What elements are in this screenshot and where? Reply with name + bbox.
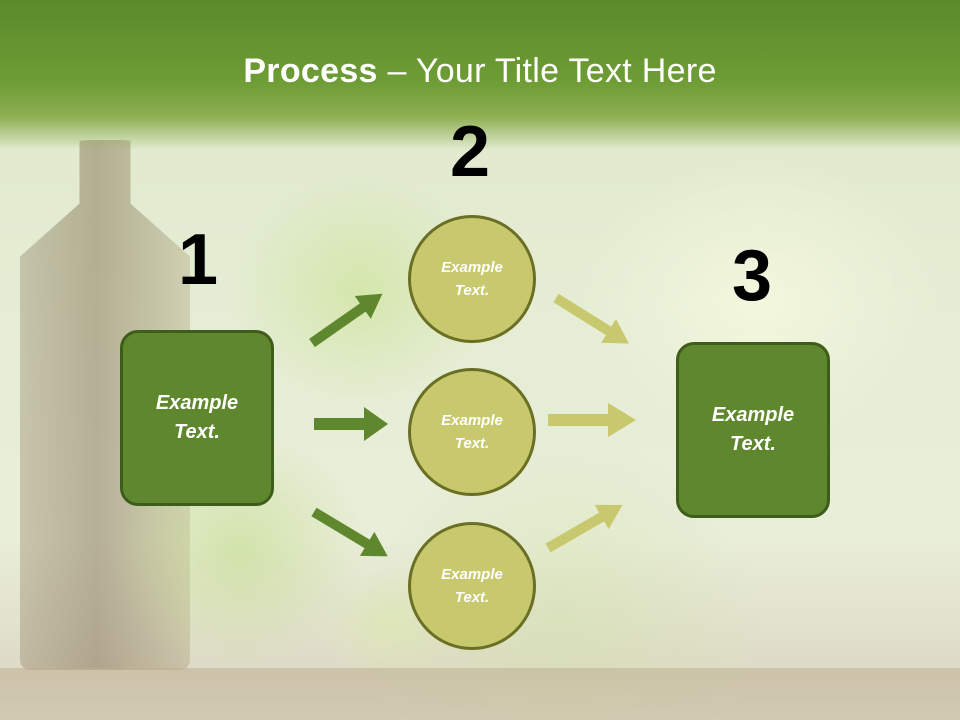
left-arrows [309,293,388,557]
step-3-box: Example Text. [676,342,830,518]
circle-3-line2: Text. [454,589,490,606]
step-number-2: 2 [450,112,491,192]
arrow-from-circle-3 [545,504,623,553]
step-2c-circle: Example Text. [408,522,536,650]
step-1-line1: Example [155,392,239,414]
circle-2-line1: Example [441,412,503,429]
title-banner [0,0,960,150]
circle-2-line2: Text. [454,435,490,452]
title-bold: Process [243,52,378,90]
step-1-line2: Text. [174,421,220,443]
step-2a-circle: Example Text. [408,215,536,343]
arrow-to-circle-3 [311,507,388,557]
step-number-1: 1 [178,220,219,300]
right-arrows [545,293,636,553]
step-2b-circle: Example Text. [408,368,536,496]
wooden-table-image [0,668,960,720]
step-1-box: Example Text. [120,330,274,506]
step-3-line2: Text. [730,433,776,455]
arrow-from-circle-2 [548,403,636,437]
circle-1-line2: Text. [454,282,490,299]
circle-1-line1: Example [441,259,503,276]
arrow-to-circle-2 [314,407,388,441]
slide-title: Process – Your Title Text Here [0,52,960,91]
circle-3-line1: Example [441,566,503,583]
arrow-from-circle-1 [553,293,629,344]
step-number-3: 3 [732,236,773,316]
arrow-to-circle-1 [309,293,383,348]
step-3-line1: Example [711,404,795,426]
title-rest: – Your Title Text Here [377,52,717,90]
